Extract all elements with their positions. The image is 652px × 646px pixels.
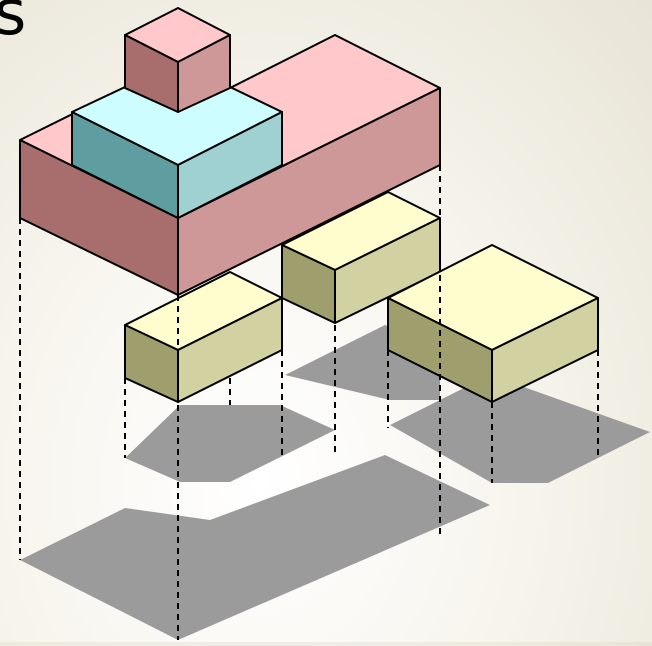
cyan-right <box>177 111 283 219</box>
yellow-block-right <box>387 244 599 403</box>
projection-lines <box>19 165 599 640</box>
yellow-block-left <box>124 271 283 403</box>
shadow-large-slab <box>20 455 490 640</box>
shadow-yellow-right <box>390 375 650 483</box>
cube-right <box>177 34 231 113</box>
caption-fragment: s <box>0 0 27 49</box>
small-pink-cube <box>124 7 231 113</box>
yellow-block-middle <box>281 191 441 324</box>
shadow-yellow-left <box>125 405 335 482</box>
